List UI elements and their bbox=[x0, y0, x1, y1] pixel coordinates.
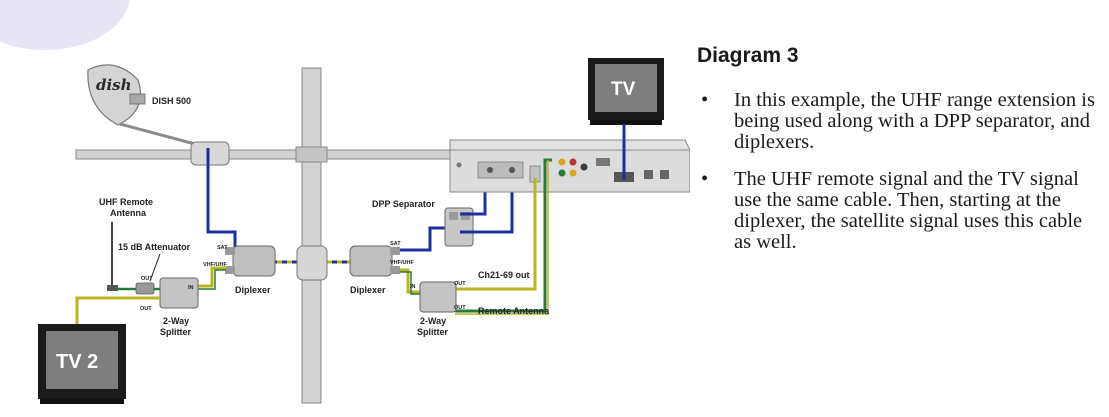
left-rf-cable bbox=[196, 266, 226, 290]
satellite-cable-dish-to-diplexer bbox=[206, 148, 237, 250]
tv-top-label: TV bbox=[611, 79, 636, 100]
right-splitter: IN OUT OUT 2-Way Splitter bbox=[410, 281, 466, 337]
tv-2: TV 2 bbox=[38, 324, 126, 404]
satellite-cable-to-dpp bbox=[400, 226, 448, 252]
left-splitter-out-port-2: OUT bbox=[140, 306, 152, 312]
right-splitter-out-port-1: OUT bbox=[454, 281, 466, 287]
bullet-list: • In this example, the UHF range extensi… bbox=[697, 90, 1097, 253]
bullet-item: • In this example, the UHF range extensi… bbox=[697, 90, 1097, 153]
bullet-text: The UHF remote signal and the TV signal … bbox=[734, 168, 1083, 253]
dpp-separator: DPP Separator bbox=[372, 199, 474, 247]
uhf-remote-antenna: UHF Remote Antenna bbox=[99, 197, 153, 291]
left-splitter: OUT OUT IN 2-Way Splitter bbox=[140, 276, 199, 337]
left-splitter-label-1: 2-Way bbox=[163, 316, 189, 326]
left-diplexer-label: Diplexer bbox=[235, 285, 271, 295]
dish-lnb bbox=[129, 93, 146, 105]
bullet-item: • The UHF remote signal and the TV signa… bbox=[697, 169, 1097, 253]
uhf-remote-antenna-label-2: Antenna bbox=[110, 208, 147, 218]
right-diplexer: SAT VHF/UHF Diplexer bbox=[349, 241, 414, 295]
left-splitter-out-port-1: OUT bbox=[141, 276, 153, 282]
ch21-69-out-label: Ch21-69 out bbox=[478, 270, 530, 280]
right-splitter-out-port-2: OUT bbox=[454, 305, 466, 311]
right-diplexer-sat-port: SAT bbox=[390, 241, 401, 247]
dpp-separator-label: DPP Separator bbox=[372, 199, 435, 209]
cable-grommet bbox=[190, 141, 230, 166]
wall-feedthrough bbox=[296, 245, 328, 281]
right-splitter-label-2: Splitter bbox=[417, 327, 449, 337]
tv2-label: TV 2 bbox=[56, 351, 98, 373]
wall-structure bbox=[75, 67, 457, 404]
attenuator: 15 dB Attenuator bbox=[116, 242, 191, 295]
dish-reflector bbox=[87, 64, 142, 126]
right-splitter-in-port: IN bbox=[410, 284, 416, 290]
right-diplexer-vhfuhf-port: VHF/UHF bbox=[390, 260, 414, 266]
bullet-text: In this example, the UHF range extension… bbox=[734, 89, 1095, 153]
tv-top: TV bbox=[588, 58, 664, 125]
receiver-rf-cables bbox=[455, 158, 552, 315]
tv2-cable bbox=[75, 296, 160, 326]
left-diplexer-sat-port: SAT bbox=[217, 245, 228, 251]
panel-title: Diagram 3 bbox=[697, 44, 799, 67]
horizontal-roof-beam bbox=[75, 149, 457, 160]
left-diplexer-vhfuhf-port: VHF/UHF bbox=[203, 262, 227, 268]
right-splitter-label-1: 2-Way bbox=[420, 316, 446, 326]
left-splitter-in-port: IN bbox=[188, 285, 194, 291]
remote-antenna-label: Remote Antenna bbox=[478, 306, 550, 316]
right-rf-cable bbox=[400, 268, 424, 295]
uhf-remote-antenna-label-1: UHF Remote bbox=[99, 197, 153, 207]
right-diplexer-label: Diplexer bbox=[350, 285, 386, 295]
bullet-glyph: • bbox=[701, 89, 709, 111]
attenuator-label: 15 dB Attenuator bbox=[118, 242, 191, 252]
wiring-diagram: dish DISH 500 SAT VHF/UHF Diplexer UHF R… bbox=[38, 58, 690, 404]
description-panel: Diagram 3 • In this example, the UHF ran… bbox=[697, 44, 1097, 269]
left-splitter-label-2: Splitter bbox=[160, 327, 192, 337]
wall-bracket-upper bbox=[295, 146, 328, 163]
dish-logo: dish bbox=[96, 76, 132, 94]
bullet-glyph: • bbox=[701, 168, 709, 190]
vertical-wall-post bbox=[301, 67, 322, 404]
dish-model-label: DISH 500 bbox=[152, 96, 191, 106]
dish-antenna: dish DISH 500 bbox=[87, 64, 211, 150]
satellite-receiver bbox=[449, 139, 690, 193]
left-diplexer: SAT VHF/UHF Diplexer bbox=[203, 245, 276, 295]
